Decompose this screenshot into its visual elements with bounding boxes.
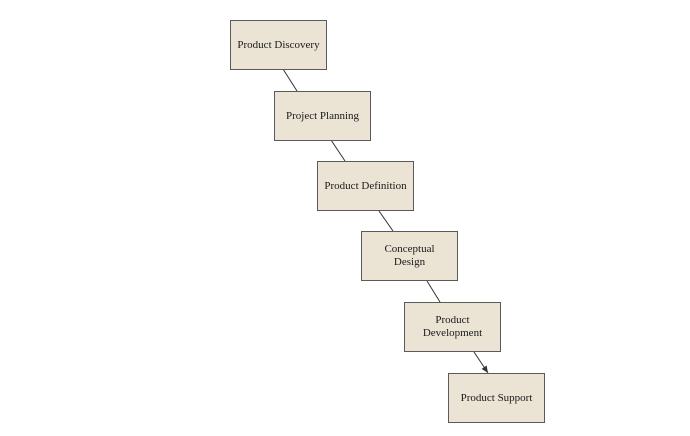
stage-product-discovery: Product Discovery bbox=[230, 20, 327, 70]
stage-product-support: Product Support bbox=[448, 373, 545, 423]
connector-2-3 bbox=[330, 139, 346, 162]
stage-label: Product Discovery bbox=[237, 38, 320, 51]
connector-1-2 bbox=[282, 68, 298, 92]
stage-project-planning: Project Planning bbox=[274, 91, 371, 141]
stage-label: Conceptual Design bbox=[384, 243, 435, 268]
connector-5-6-arrow bbox=[473, 351, 489, 374]
stage-label: Product Definition bbox=[324, 179, 407, 192]
connector-4-5 bbox=[426, 280, 441, 303]
stage-label: Product Development bbox=[422, 314, 483, 339]
stage-product-development: Product Development bbox=[404, 302, 501, 352]
stage-conceptual-design: Conceptual Design bbox=[361, 231, 458, 281]
stage-product-definition: Product Definition bbox=[317, 161, 414, 211]
stage-label: Project Planning bbox=[285, 109, 360, 122]
connector-3-4 bbox=[378, 210, 394, 232]
stage-label: Product Support bbox=[460, 391, 533, 404]
